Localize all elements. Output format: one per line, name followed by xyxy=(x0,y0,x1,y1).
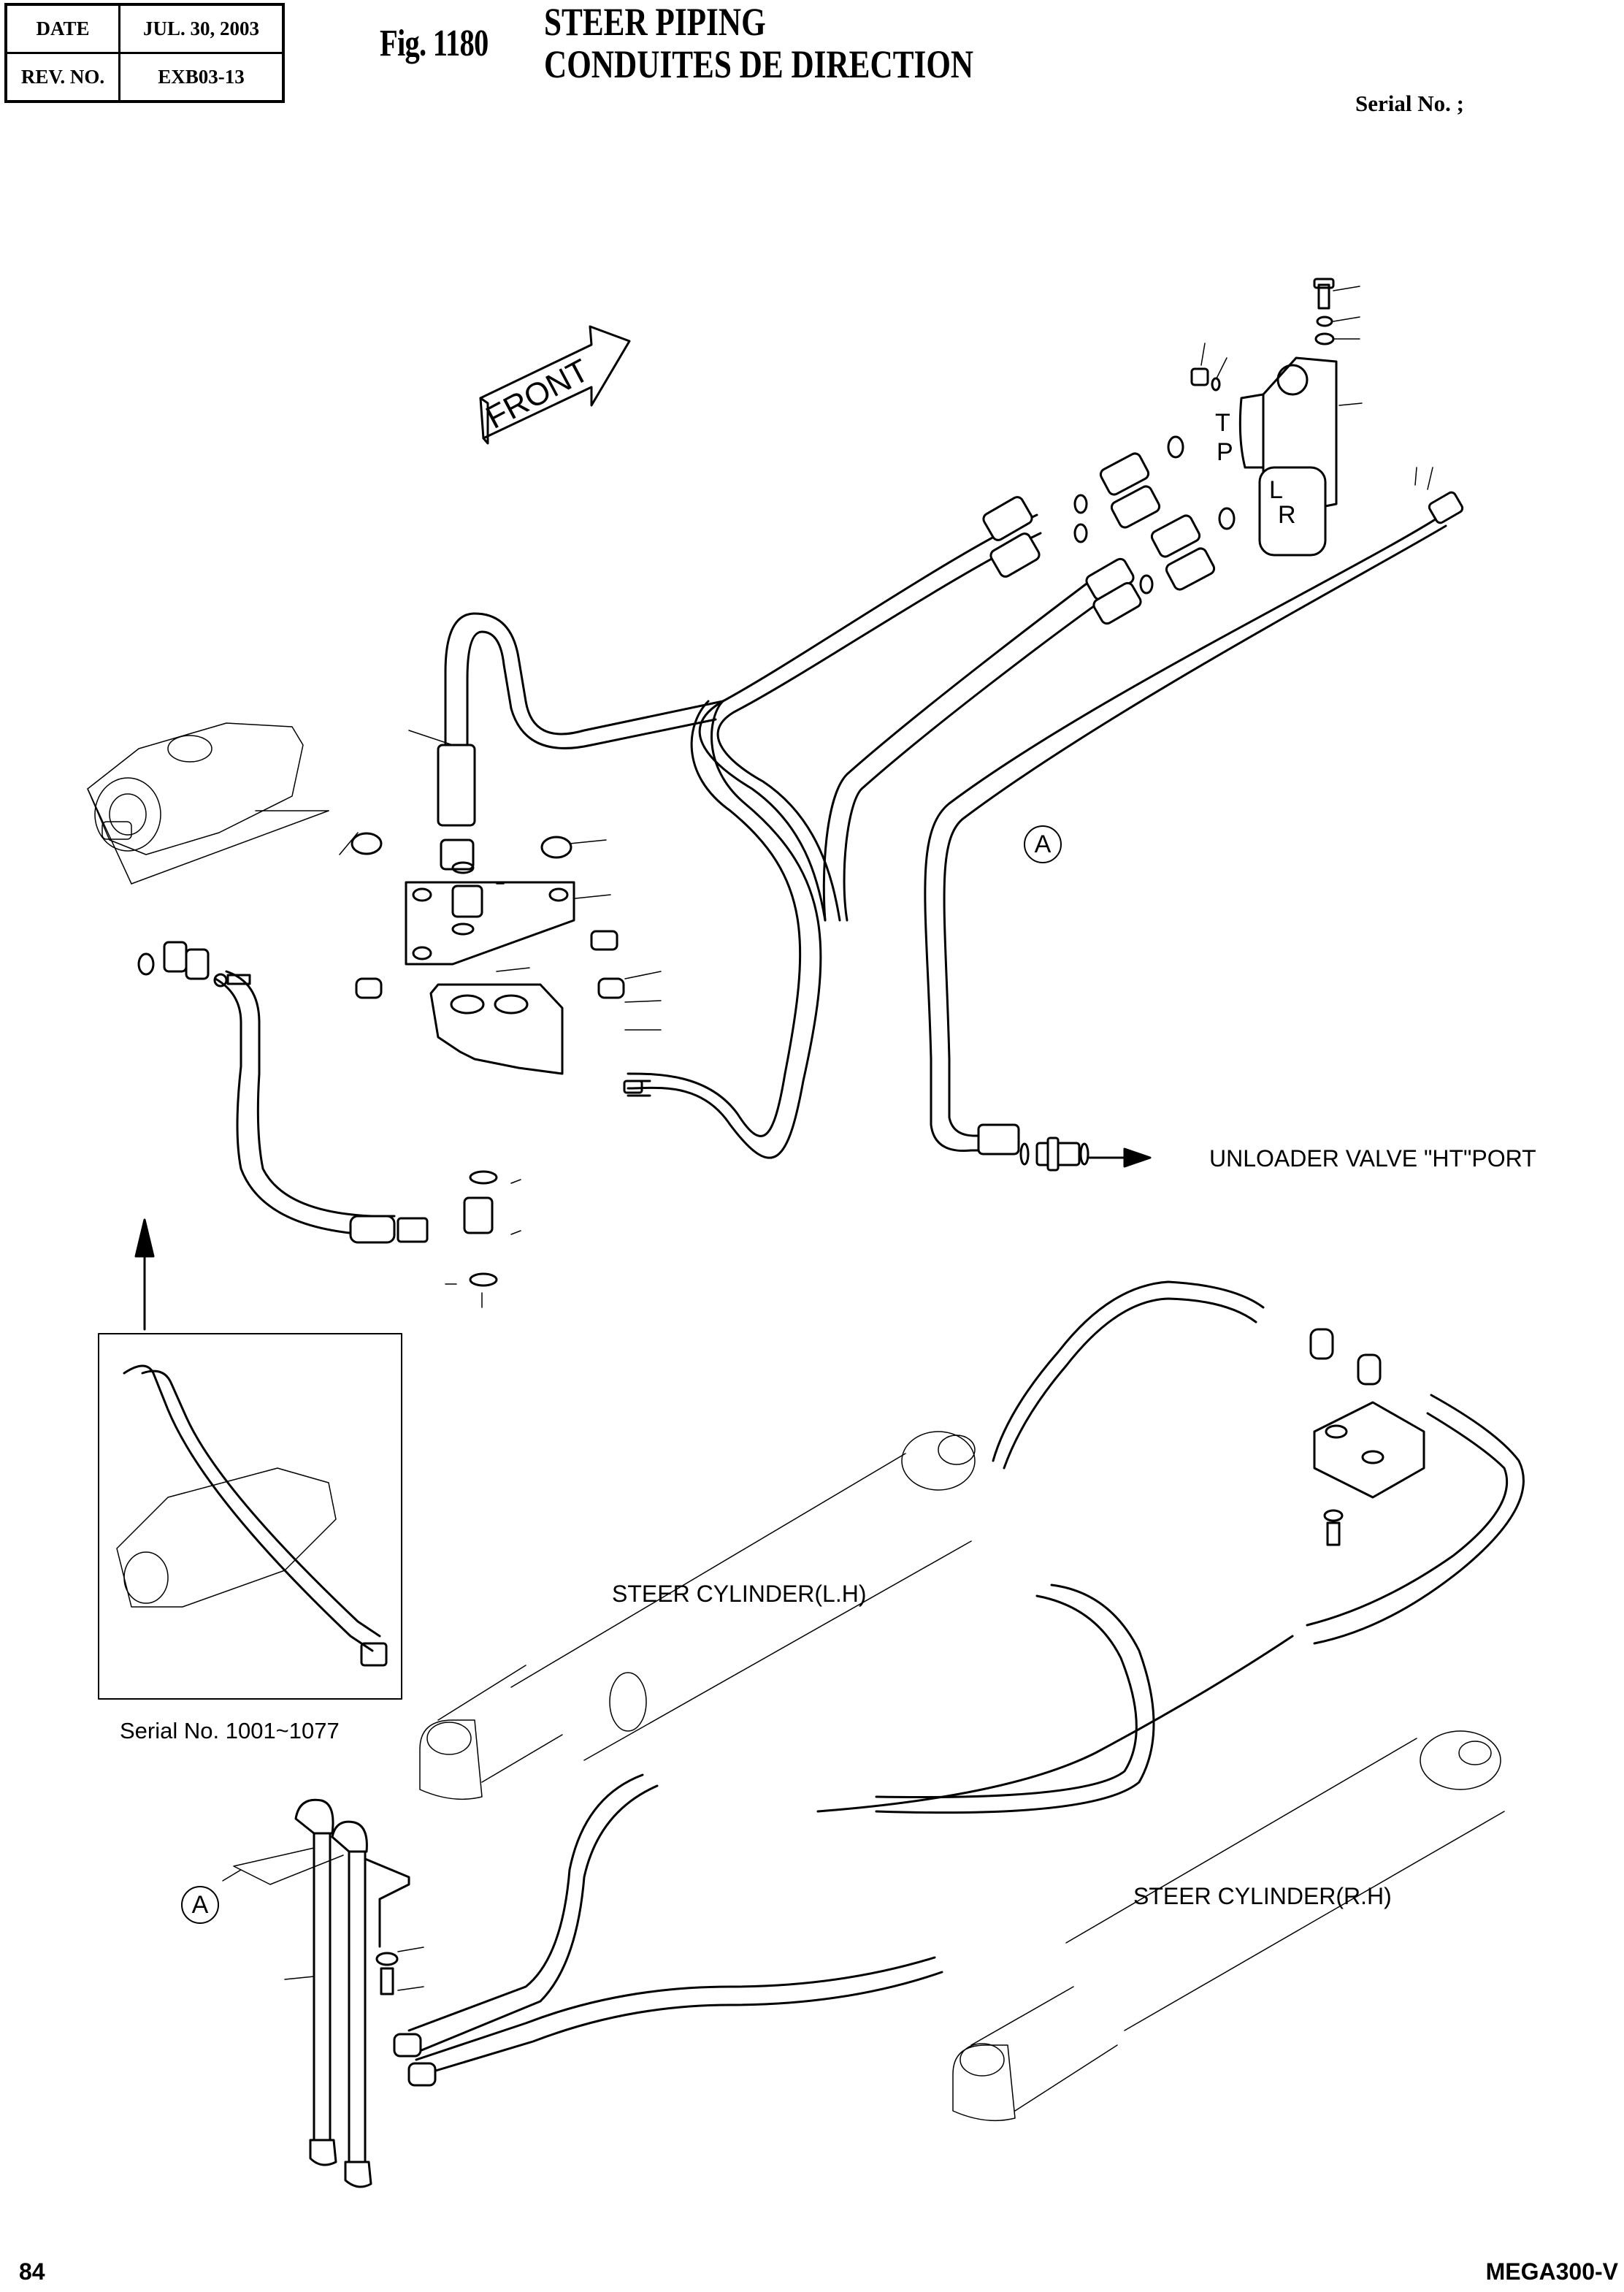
suction-hose xyxy=(136,971,427,1329)
serial-number-label: Serial No. ; xyxy=(1355,91,1464,116)
plug-icon xyxy=(1192,369,1208,385)
washer-icon xyxy=(1317,317,1332,326)
steer-cylinder-rh-label: STEER CYLINDER(R.H) xyxy=(1133,1883,1392,1909)
page-title-french: CONDUITES DE DIRECTION xyxy=(544,42,974,86)
rev-label: REV. NO. xyxy=(4,52,120,103)
port-label-p: P xyxy=(1217,438,1233,466)
washer-icon xyxy=(1316,334,1333,344)
callout-a-lower: A xyxy=(181,1886,219,1924)
priority-valve xyxy=(352,833,650,1286)
steer-block xyxy=(1311,1329,1424,1545)
model-name: MEGA300-V xyxy=(1485,2258,1618,2285)
o-ring-icon xyxy=(1212,378,1219,390)
leader-lines xyxy=(340,730,661,1307)
steer-cylinder-lh-label: STEER CYLINDER(L.H) xyxy=(612,1581,867,1607)
leader-lines xyxy=(1201,286,1433,489)
revision-info-table: DATE JUL. 30, 2003 REV. NO. EXB03-13 xyxy=(4,3,285,103)
rev-value: EXB03-13 xyxy=(118,52,285,103)
page-title: STEER PIPING xyxy=(544,0,766,44)
figure-number: Fig. 1180 xyxy=(380,23,489,64)
inset-serial-label: Serial No. 1001~1077 xyxy=(120,1718,340,1743)
port-label-t: T xyxy=(1215,409,1230,437)
port-label-r: R xyxy=(1278,501,1296,529)
steering-unit xyxy=(1192,279,1336,555)
flange-parts xyxy=(139,942,250,986)
port-fittings xyxy=(1075,437,1234,593)
leader-lines xyxy=(223,1848,424,1990)
steer-cylinder-right xyxy=(953,1731,1504,2120)
date-value: JUL. 30, 2003 xyxy=(118,3,285,54)
pipe-assembly-a xyxy=(296,1800,435,2187)
bolt-icon xyxy=(1314,279,1333,308)
unloader-valve-label: UNLOADER VALVE "HT"PORT xyxy=(1209,1145,1536,1172)
steer-cylinder-left xyxy=(420,1432,975,1799)
hydraulic-pump xyxy=(88,723,329,884)
hose-lines xyxy=(438,491,1464,1158)
arrow-up-icon xyxy=(136,1220,153,1256)
callout-a-upper: A xyxy=(1024,825,1062,863)
page-number: 84 xyxy=(19,2258,45,2285)
port-label-l: L xyxy=(1269,476,1283,504)
o-ring-icon xyxy=(1168,437,1183,457)
o-ring-icon xyxy=(1219,508,1234,529)
inset-panel xyxy=(99,1334,402,1699)
unloader-fitting xyxy=(1021,1138,1150,1170)
cylinder-hoses xyxy=(409,1282,1523,2074)
date-label: DATE xyxy=(4,3,120,54)
front-direction-arrow: FRONT xyxy=(480,326,629,443)
arrow-right-icon xyxy=(1125,1149,1150,1166)
